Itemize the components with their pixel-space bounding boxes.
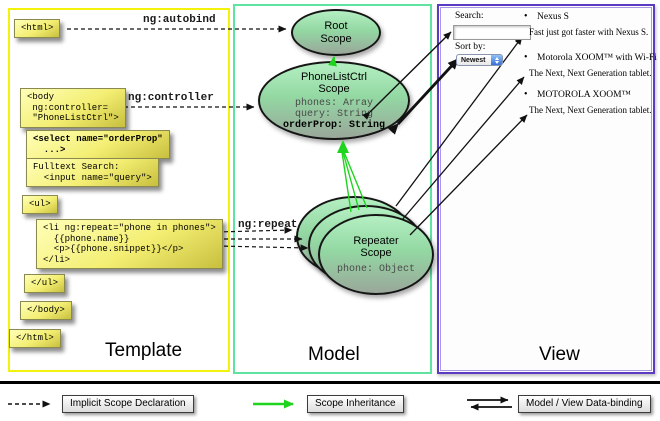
inherit-repeater-line-2	[342, 151, 360, 211]
code-box-ul-close: </ul>	[24, 274, 66, 293]
phone-title: Motorola XOOM™ with Wi-Fi	[537, 53, 657, 63]
inherit-repeater-line-3	[343, 151, 368, 209]
code-box-html-close: </html>	[9, 329, 61, 348]
search-input[interactable]	[453, 25, 531, 40]
code-box-body-close: </body>	[20, 301, 72, 320]
scope-prop-query: query: String	[294, 108, 373, 120]
search-label: Search:	[455, 11, 484, 21]
stepper-up-icon	[494, 56, 499, 60]
code-box-html-open: <html>	[14, 19, 61, 38]
repeater-scope-ellipse-front: Repeater Scope phone: Object	[318, 214, 434, 295]
phone-snippet: The Next, Next Generation tablet.	[529, 105, 652, 115]
root-scope-title: Root Scope	[320, 20, 352, 45]
sort-dropdown[interactable]: Newest	[456, 54, 503, 66]
code-box-select-orderprop: <select name="orderProp" ...>	[26, 130, 170, 159]
template-column-label: Template	[105, 340, 183, 361]
query-binding-arrow	[362, 31, 452, 120]
repeater-view-arrow-3	[409, 114, 528, 236]
phone-title: MOTOROLA XOOM™	[537, 90, 631, 100]
phonelistctrl-scope-title: PhoneListCtrl Scope	[300, 70, 368, 96]
code-box-ul-open: <ul>	[22, 195, 58, 214]
phone-snippet: Fast just got faster with Nexus S.	[529, 27, 649, 37]
phone-title: Nexus S	[537, 12, 569, 22]
orderprop-binding-arrow	[387, 58, 460, 135]
inherit-root-arrow	[328, 56, 337, 67]
code-box-li-repeat: <li ng:repeat="phone in phones"> {{phone…	[36, 219, 223, 269]
legend-implicit-scope-label: Implicit Scope Declaration	[62, 395, 194, 413]
code-box-body-open: <body ng:controller= "PhoneListCtrl">	[20, 88, 126, 128]
bullet-icon: •	[524, 89, 528, 100]
ng-autobind-label: ng:autobind	[143, 14, 216, 26]
model-column-label: Model	[308, 344, 360, 365]
view-column-label: View	[539, 344, 580, 365]
sort-by-label: Sort by:	[455, 42, 486, 52]
bullet-icon: •	[524, 52, 528, 63]
sort-dropdown-value: Newest	[461, 57, 486, 64]
legend-data-binding-label: Model / View Data-binding	[518, 395, 651, 413]
dropdown-stepper-icon	[491, 55, 502, 65]
legend-scope-inheritance-label: Scope Inheritance	[307, 395, 404, 413]
scope-prop-phones: phones: Array	[294, 97, 373, 109]
scope-prop-orderprop: orderProp: String	[282, 119, 386, 131]
repeat-arrow-1	[216, 226, 293, 234]
stepper-down-icon	[494, 60, 499, 64]
code-box-fulltext-search: Fulltext Search: <input name="query">	[26, 158, 159, 187]
phone-snippet: The Next, Next Generation tablet.	[529, 68, 652, 78]
ng-repeat-label: ng:repeat	[238, 219, 298, 231]
legend-separator-rule	[0, 381, 660, 384]
scope-prop-phone: phone: Object	[336, 263, 415, 275]
bullet-icon: •	[524, 11, 528, 22]
ng-controller-label: ng:controller	[128, 92, 214, 104]
repeater-view-arrow-2	[401, 76, 525, 221]
inherit-repeater-arrowhead	[337, 140, 349, 153]
repeat-arrow-3	[216, 244, 309, 252]
repeater-scope-title: Repeater Scope	[353, 234, 399, 260]
inherit-repeater-line-1	[341, 151, 352, 213]
